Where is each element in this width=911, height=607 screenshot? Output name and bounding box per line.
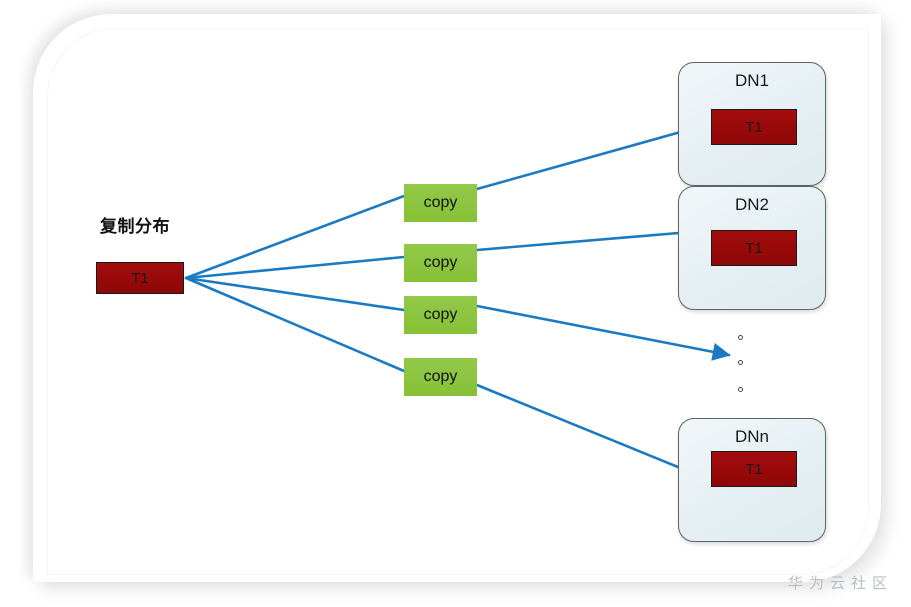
data-node-dnn[interactable]: DNn T1 xyxy=(678,418,826,542)
data-node-dnn-label: DNn xyxy=(734,427,769,446)
edge-source-to-copy-4 xyxy=(184,276,406,373)
data-node-dn2-table-label: T1 xyxy=(745,239,763,257)
data-node-dn1-table-label: T1 xyxy=(745,118,763,136)
copy-box-4[interactable]: copy xyxy=(404,358,477,396)
edge-source-to-copy-3 xyxy=(184,276,406,312)
edge-copy-3-to-ellipsis xyxy=(475,304,731,361)
data-node-dn1[interactable]: DN1 T1 xyxy=(678,62,826,186)
data-node-dn2[interactable]: DN2 T1 xyxy=(678,186,826,310)
copy-box-2-label: copy xyxy=(423,254,458,271)
edge-group-copies-to-nodes xyxy=(475,121,731,479)
diagram-title: 复制分布 xyxy=(100,217,170,236)
edge-source-to-copy-1 xyxy=(184,194,406,280)
copy-box-3-label: copy xyxy=(423,306,458,323)
edge-copy-4-to-dnn xyxy=(475,383,702,479)
data-node-dn2-table-box[interactable]: T1 xyxy=(711,230,797,266)
source-table-label: T1 xyxy=(131,269,149,287)
copy-box-3[interactable]: copy xyxy=(404,296,477,334)
data-node-dnn-table-label: T1 xyxy=(745,460,763,478)
watermark-text: 华为云社区 xyxy=(787,575,893,592)
edge-group-source-to-copies xyxy=(184,194,406,373)
ellipsis-dots xyxy=(735,335,749,397)
ellipsis-dot-2 xyxy=(738,360,743,365)
source-table-box[interactable]: T1 xyxy=(96,262,184,294)
copy-box-4-label: copy xyxy=(423,368,458,385)
data-node-dn1-label: DN1 xyxy=(734,71,769,90)
copy-box-2[interactable]: copy xyxy=(404,244,477,282)
edge-copy-1-to-dn1 xyxy=(475,121,704,191)
ellipsis-dot-3 xyxy=(738,387,743,392)
data-node-dnn-table-box[interactable]: T1 xyxy=(711,451,797,487)
edge-copy-2-to-dn2 xyxy=(475,223,704,252)
data-node-dn2-label: DN2 xyxy=(734,195,769,214)
copy-box-1-label: copy xyxy=(423,194,458,211)
ellipsis-dot-1 xyxy=(738,335,743,340)
copy-box-1[interactable]: copy xyxy=(404,184,477,222)
data-node-dn1-table-box[interactable]: T1 xyxy=(711,109,797,145)
edge-source-to-copy-2 xyxy=(184,255,406,280)
